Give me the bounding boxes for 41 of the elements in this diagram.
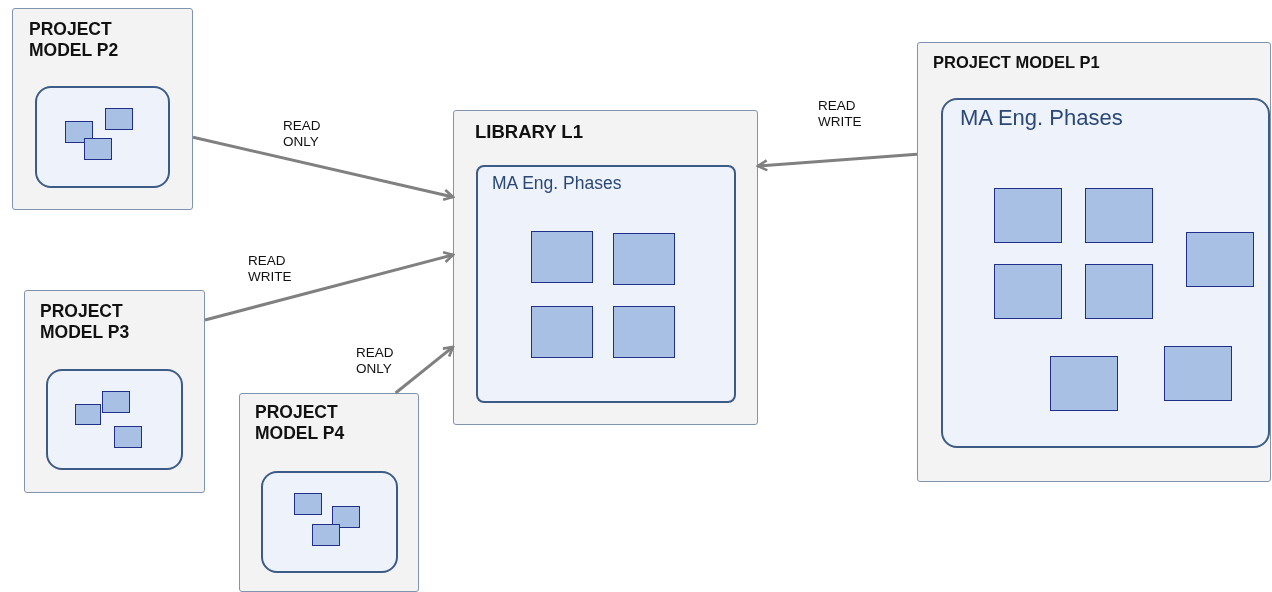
component-panel (35, 86, 170, 188)
container-title: PROJECT MODEL P1 (933, 52, 1101, 73)
element-box (332, 506, 360, 528)
element-box (102, 391, 130, 413)
component-panel (46, 369, 183, 470)
container-title: LIBRARY L1 (475, 121, 584, 144)
element-box (312, 524, 340, 546)
element-box (1050, 356, 1118, 411)
panel-title: MA Eng. Phases (492, 173, 623, 194)
component-panel (941, 98, 1270, 448)
element-box (531, 306, 593, 358)
element-box (114, 426, 142, 448)
model-container (917, 42, 1271, 482)
element-box (613, 306, 675, 358)
container-title: PROJECT MODEL P2 (29, 19, 120, 62)
element-box (65, 121, 93, 143)
phases-panel (476, 165, 736, 403)
element-box (294, 493, 322, 515)
element-box (531, 231, 593, 283)
container-title: PROJECT MODEL P4 (255, 402, 346, 445)
element-box (1085, 264, 1153, 319)
arrow (204, 251, 455, 322)
panel-title: MA Eng. Phases (960, 105, 1124, 132)
element-box (75, 404, 101, 425)
element-box (1164, 346, 1232, 401)
element-box (994, 188, 1062, 243)
model-container (12, 8, 193, 210)
element-box (1186, 232, 1254, 287)
element-box (105, 108, 133, 130)
element-box (613, 233, 675, 285)
element-box (1085, 188, 1153, 243)
component-panel (261, 471, 398, 573)
model-container (24, 290, 205, 493)
element-box (84, 138, 112, 160)
element-box (994, 264, 1062, 319)
arrow (192, 135, 455, 202)
container-title: PROJECT MODEL P3 (40, 301, 131, 344)
arrow (756, 152, 918, 172)
model-container (453, 110, 758, 425)
model-container (239, 393, 419, 592)
arrow (394, 345, 455, 395)
